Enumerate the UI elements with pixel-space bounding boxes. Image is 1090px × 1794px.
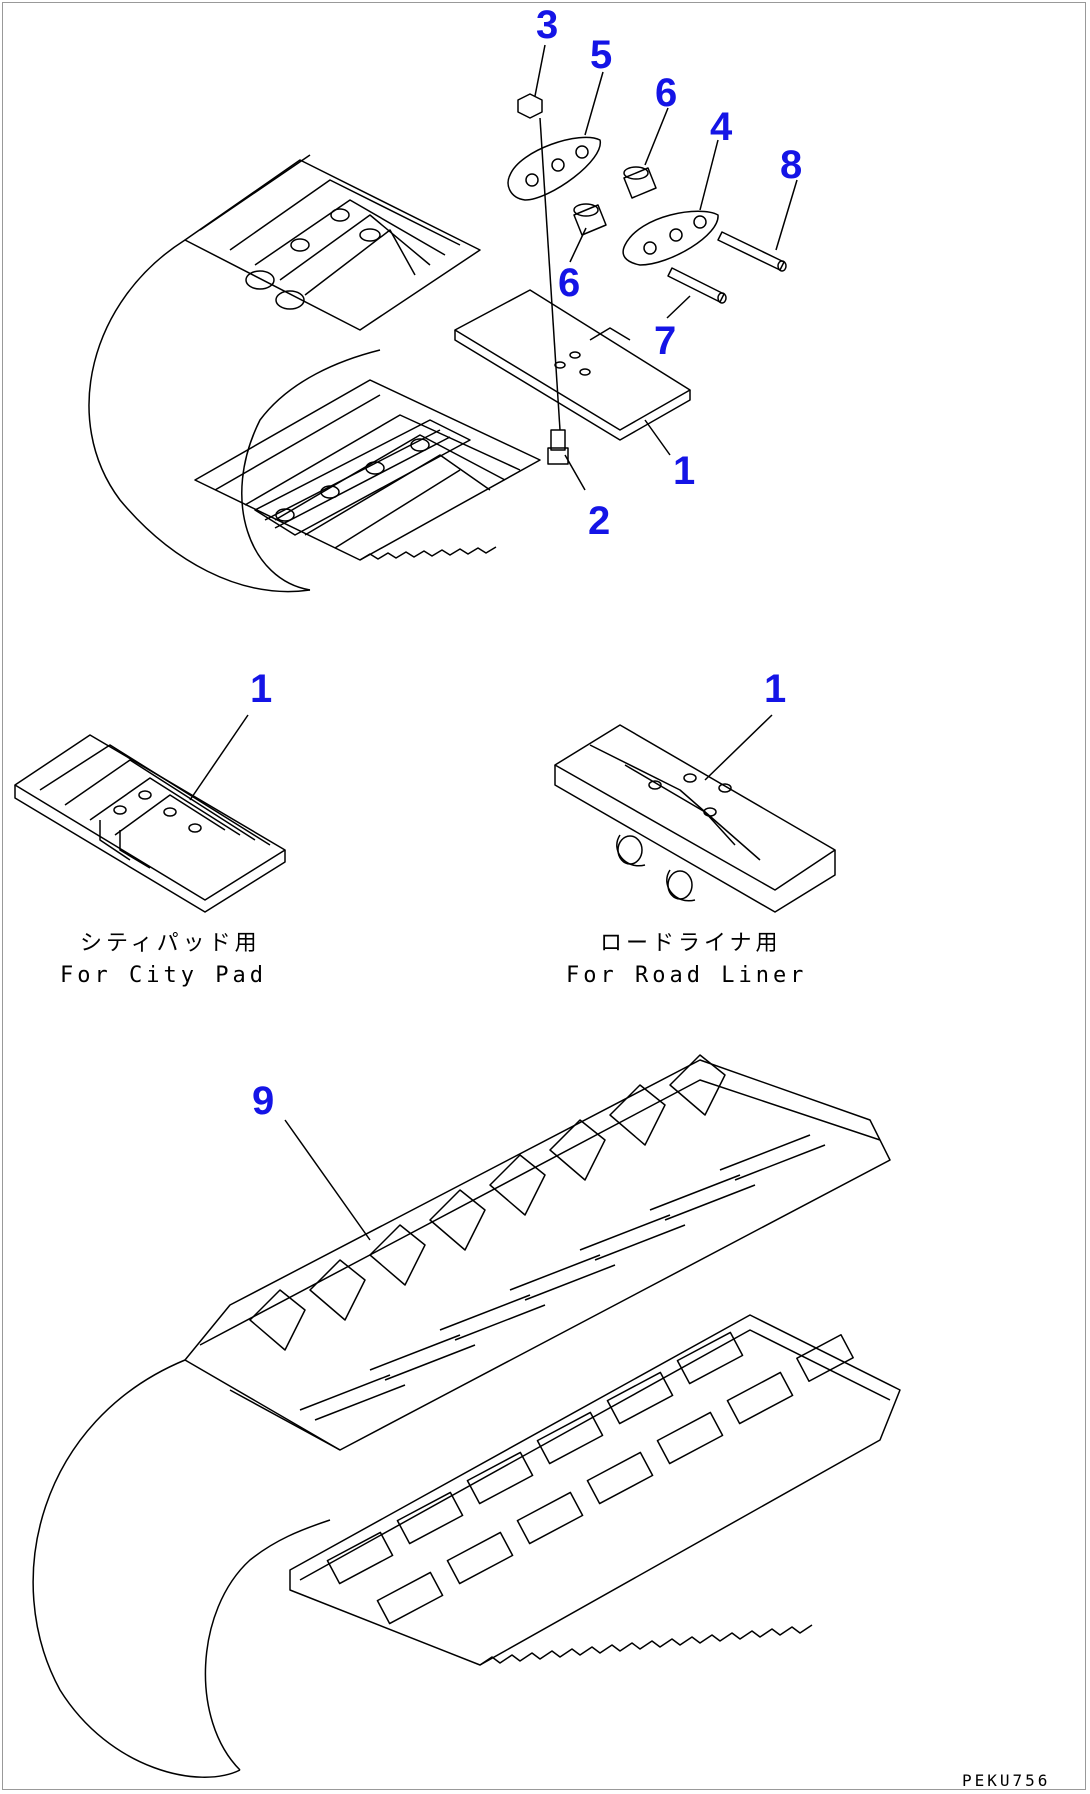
- bushing-part-6-lower: [573, 204, 607, 236]
- callout-4: 4: [710, 105, 733, 149]
- callout-7: 7: [654, 319, 676, 363]
- bushing-part-6-upper: [623, 167, 657, 199]
- bolt-part-2: [550, 429, 566, 451]
- link-part-4: [622, 210, 719, 266]
- callout-9: 9: [252, 1079, 274, 1123]
- callouts: 3 5 6 4 8 6 7 1 2 1 1 9: [250, 3, 802, 1123]
- callout-2: 2: [588, 499, 610, 543]
- steel-track-assembly: [88, 154, 541, 593]
- pin-part-7: [667, 267, 725, 303]
- city-pad-caption-jp: シティパッド用: [80, 931, 261, 956]
- pin-part-8: [717, 231, 785, 271]
- city-pad-caption-en: For City Pad: [60, 963, 267, 988]
- callout-5: 5: [590, 33, 612, 77]
- leader-line: [284, 1119, 371, 1241]
- leader-lines: [534, 44, 798, 491]
- road-liner-shoe: [554, 724, 836, 913]
- callout-8: 8: [780, 143, 802, 187]
- callout-1-road-liner: 1: [764, 667, 786, 711]
- nut-part-3: [517, 93, 543, 119]
- callout-1-city-pad: 1: [250, 667, 272, 711]
- figure-code: PEKU756: [962, 1771, 1050, 1790]
- leader-line: [704, 714, 773, 781]
- callout-3: 3: [536, 3, 558, 47]
- exploded-parts: [454, 93, 787, 465]
- rubber-track: [32, 1054, 901, 1778]
- road-liner-caption-en: For Road Liner: [566, 963, 807, 988]
- city-pad-shoe: [14, 734, 286, 913]
- callout-6-upper: 6: [655, 71, 677, 115]
- captions: シティパッド用 For City Pad ロードライナ用 For Road Li…: [60, 931, 1050, 1790]
- leader-line: [189, 714, 249, 801]
- callout-6-lower: 6: [558, 261, 580, 305]
- link-part-5: [507, 136, 601, 201]
- callout-1-top: 1: [673, 449, 695, 493]
- road-liner-caption-jp: ロードライナ用: [600, 931, 782, 956]
